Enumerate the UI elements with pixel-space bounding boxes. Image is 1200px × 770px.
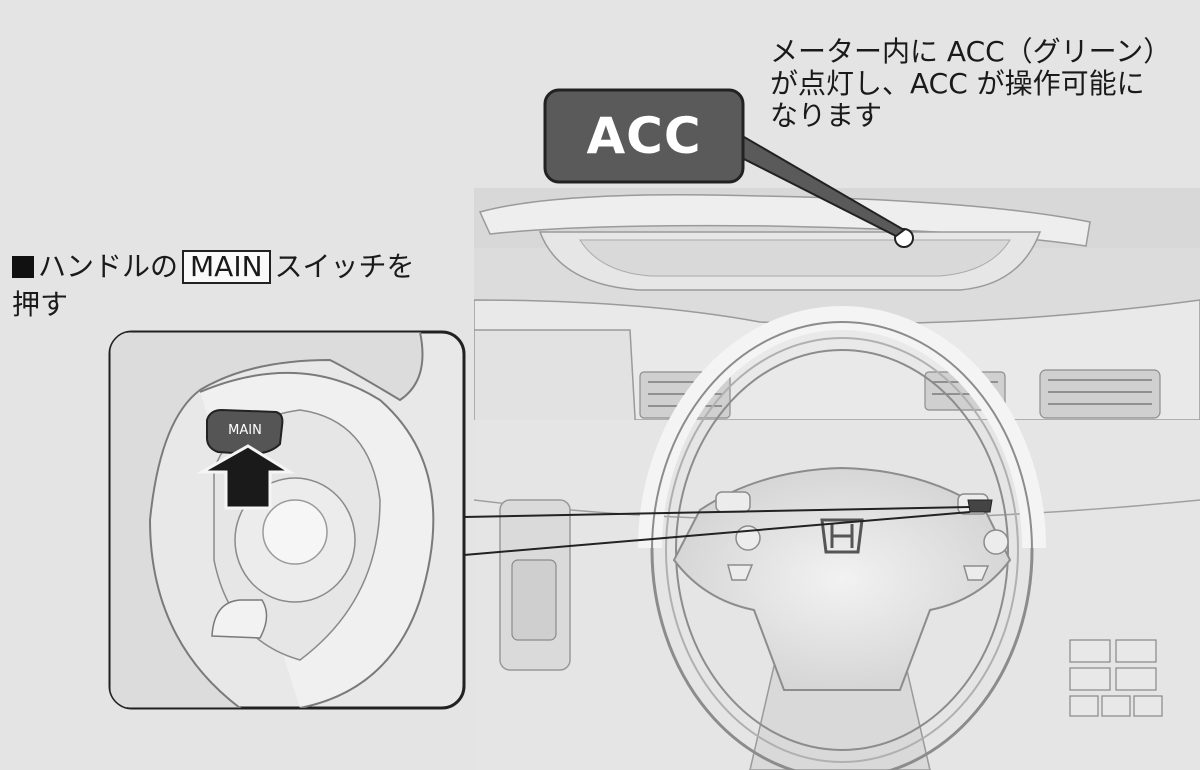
bullet-square-icon bbox=[12, 256, 34, 278]
instruction-line-2: 押す bbox=[12, 288, 69, 321]
press-arrow bbox=[196, 444, 296, 510]
callout-line-1: メーター内に ACC（グリーン） bbox=[770, 35, 1172, 68]
main-switch-key: MAIN bbox=[182, 250, 271, 284]
main-button bbox=[206, 408, 284, 456]
callout-description: メーター内に ACC（グリーン） が点灯し、ACC が操作可能に なります bbox=[770, 36, 1200, 132]
leader-line-bottom bbox=[463, 511, 971, 556]
inset-closeup bbox=[108, 330, 466, 710]
acc-indicator-badge bbox=[543, 88, 745, 184]
acc-indicator-label: ACC bbox=[586, 107, 702, 165]
dashboard-panel bbox=[474, 188, 1200, 770]
instruction-suffix: スイッチを bbox=[274, 250, 415, 283]
leader-line-top bbox=[463, 506, 971, 518]
callout-line-2: が点灯し、ACC が操作可能に bbox=[770, 67, 1145, 100]
callout-line-3: なります bbox=[770, 99, 883, 132]
instruction-prefix: ハンドルの bbox=[38, 250, 179, 283]
main-button-label: MAIN bbox=[228, 422, 262, 438]
